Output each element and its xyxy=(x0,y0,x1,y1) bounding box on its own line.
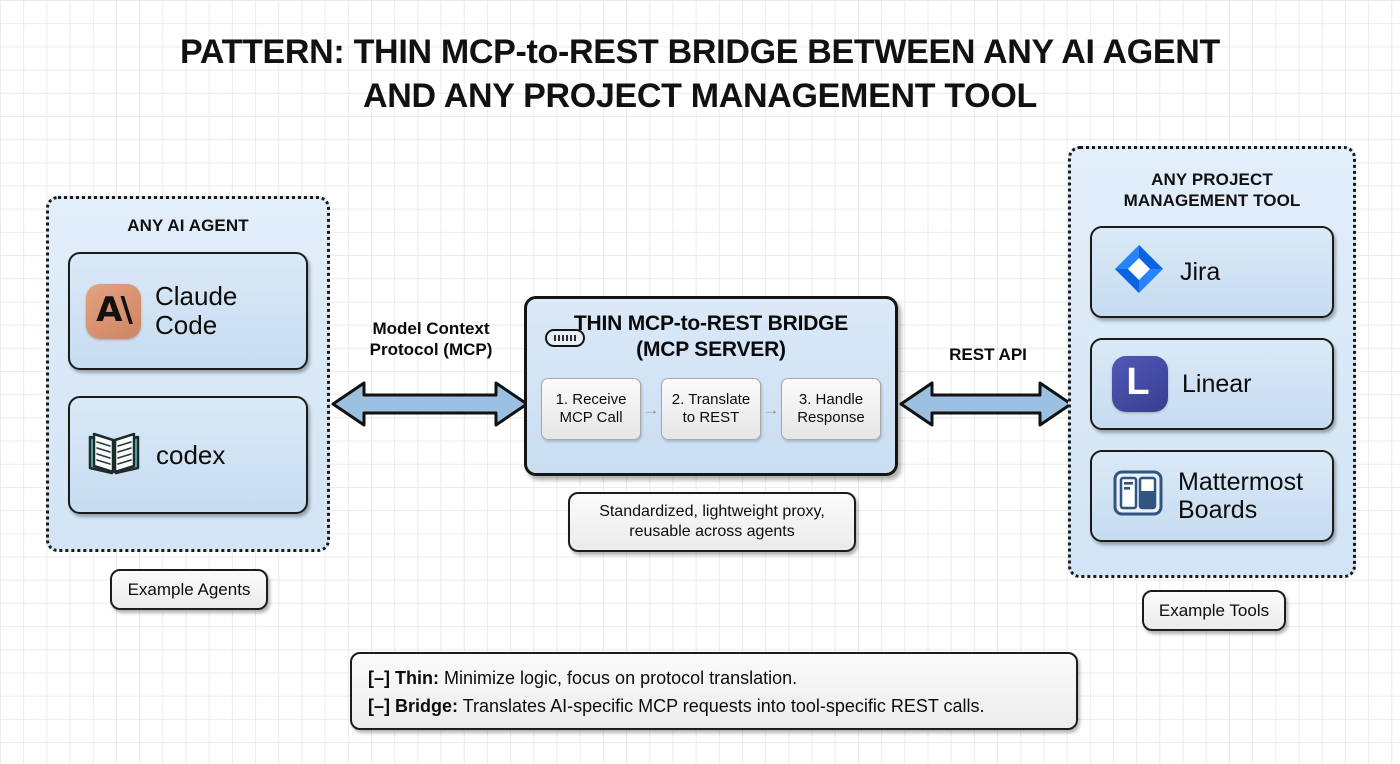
any-project-management-tool-panel: ANY PROJECT MANAGEMENT TOOL Jira L Linea… xyxy=(1068,146,1356,578)
agent-card-codex-label: codex xyxy=(156,439,226,470)
tools-panel-heading: ANY PROJECT MANAGEMENT TOOL xyxy=(1123,170,1301,211)
agent-card-codex[interactable]: codex xyxy=(68,396,308,515)
legend-row-bridge: [–] Bridge: Translates AI-specific MCP r… xyxy=(368,695,985,716)
open-book-icon xyxy=(86,429,142,482)
any-ai-agent-panel: ANY AI AGENT A\ Claude Code codex xyxy=(46,196,330,552)
claude-logo-icon: A\ xyxy=(86,283,141,339)
rest-double-arrow-icon xyxy=(899,381,1073,427)
mcp-double-arrow-icon xyxy=(331,381,529,427)
mcp-connector-label: Model Context Protocol (MCP) xyxy=(369,319,493,360)
thin-mcp-to-rest-bridge-box: THIN MCP-to-REST BRIDGE (MCP SERVER) 1. … xyxy=(524,296,898,476)
tool-card-mattermost-boards[interactable]: Mattermost Boards xyxy=(1090,449,1334,542)
tool-card-linear[interactable]: L Linear xyxy=(1090,337,1334,430)
tool-card-linear-label: Linear xyxy=(1182,369,1252,398)
page-title-line-1: PATTERN: THIN MCP-to-REST BRIDGE BETWEEN… xyxy=(180,33,1220,71)
example-tools-caption: Example Tools xyxy=(1142,590,1286,631)
mattermost-boards-icon xyxy=(1112,467,1164,524)
jira-diamond-icon xyxy=(1112,242,1166,301)
agent-card-claude-code[interactable]: A\ Claude Code xyxy=(68,252,308,371)
agents-panel-heading: ANY AI AGENT xyxy=(127,216,249,235)
page-title-line-2: AND ANY PROJECT MANAGEMENT TOOL xyxy=(363,77,1037,116)
proxy-note-caption: Standardized, lightweight proxy, reusabl… xyxy=(568,492,856,552)
usb-port-icon xyxy=(545,329,585,347)
page-title: PATTERN: THIN MCP-to-REST BRIDGE BETWEEN… xyxy=(0,30,1400,118)
step-arrow-2-icon: → xyxy=(762,399,780,419)
tool-card-mattermost-boards-label: Mattermost Boards xyxy=(1178,467,1304,524)
rest-api-connector-label: REST API xyxy=(949,345,1027,364)
legend-row-thin: [–] Thin: Minimize logic, focus on proto… xyxy=(368,668,798,688)
bridge-title: THIN MCP-to-REST BRIDGE (MCP SERVER) xyxy=(573,312,849,361)
tool-card-jira[interactable]: Jira xyxy=(1090,225,1334,318)
linear-logo-icon: L xyxy=(1112,355,1168,412)
example-agents-caption: Example Agents xyxy=(110,569,268,610)
tool-card-jira-label: Jira xyxy=(1180,257,1221,286)
legend-box: [–] Thin: Minimize logic, focus on proto… xyxy=(350,652,1078,730)
agent-card-claude-code-label: Claude Code xyxy=(155,281,238,341)
step-arrow-1-icon: → xyxy=(642,399,660,419)
